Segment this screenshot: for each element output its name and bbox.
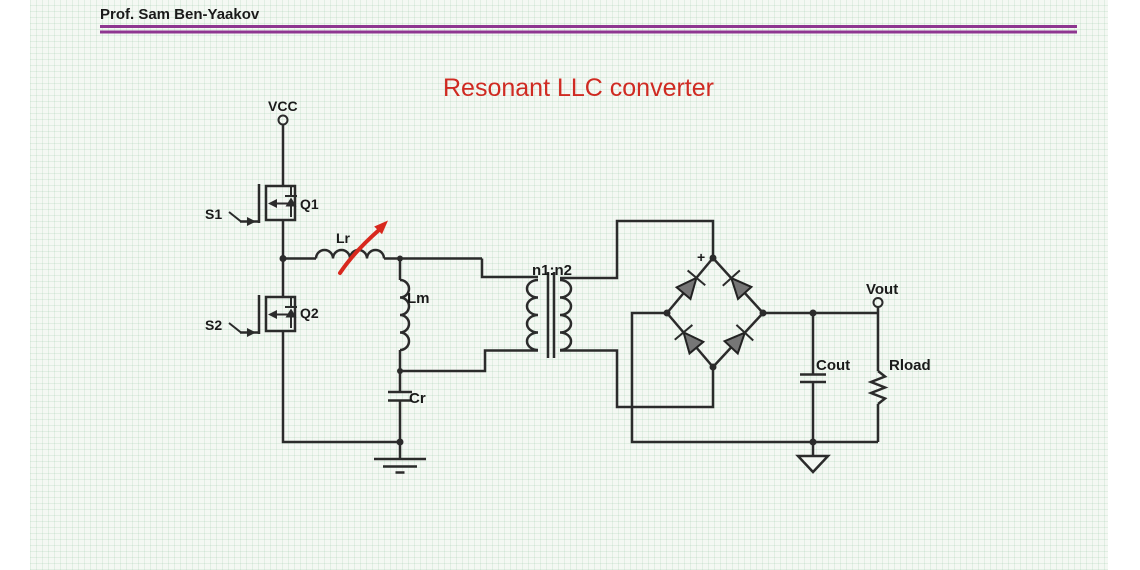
author-name: Prof. Sam Ben-Yaakov xyxy=(100,6,260,23)
vout-label: Vout xyxy=(866,281,898,298)
cr-capacitor: Cr xyxy=(388,390,426,442)
bridge-diode-upper-right-icon xyxy=(722,269,754,301)
vout-node-icon xyxy=(872,297,884,308)
diode-bridge: + xyxy=(663,249,767,371)
s1-arrow-icon xyxy=(247,217,256,226)
q2-mosfet: Q2 xyxy=(240,295,319,334)
lr-inductor: Lr xyxy=(283,230,482,260)
secondary-ground-icon xyxy=(795,442,831,474)
header-rule xyxy=(100,25,1077,34)
turns-ratio-label: n1:n2 xyxy=(532,262,572,279)
vout-terminal: Vout xyxy=(866,281,898,313)
q1-mosfet: Q1 xyxy=(240,184,319,223)
lr-label: Lr xyxy=(336,230,351,246)
bridge-diode-lower-left-icon xyxy=(674,324,706,356)
lm-inductor: Lm xyxy=(397,255,430,392)
q1-body-diode-icon xyxy=(285,197,297,207)
cout-label: Cout xyxy=(816,357,850,374)
s2-arrow-icon xyxy=(247,328,256,337)
output-network: Vout Cout Rload xyxy=(630,281,931,474)
s2-label: S2 xyxy=(205,317,222,333)
s1-gate-drive: S1 xyxy=(205,206,256,226)
transformer: n1:n2 xyxy=(400,219,715,409)
vcc-terminal: VCC xyxy=(268,98,298,186)
lm-label: Lm xyxy=(407,290,430,307)
s1-label: S1 xyxy=(205,206,222,222)
bridge-plus-label: + xyxy=(697,249,705,265)
rload-resistor: Rload xyxy=(867,313,931,442)
s2-gate-drive: S2 xyxy=(205,317,256,337)
cr-label: Cr xyxy=(409,390,426,407)
q2-label: Q2 xyxy=(300,305,319,321)
bridge-diode-upper-left-icon xyxy=(674,269,706,301)
q2-body-diode-icon xyxy=(285,308,297,318)
cout-capacitor: Cout xyxy=(800,313,850,442)
slide-title: Resonant LLC converter xyxy=(443,74,714,102)
primary-ground-icon xyxy=(374,438,426,474)
vcc-label: VCC xyxy=(268,98,298,114)
emphasis-arrow xyxy=(338,220,388,275)
bridge-diode-lower-right-icon xyxy=(722,324,754,356)
q1-label: Q1 xyxy=(300,196,319,212)
rload-label: Rload xyxy=(889,357,931,374)
vcc-node-icon xyxy=(277,114,289,126)
